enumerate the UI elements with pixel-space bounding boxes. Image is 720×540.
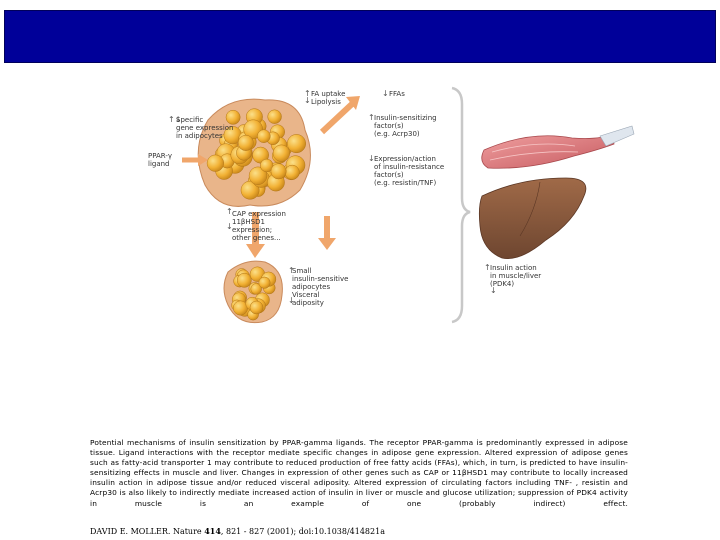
svg-text:↓: ↓ (368, 154, 375, 163)
svg-text:↑: ↑ (288, 266, 295, 275)
adipocyte-cell (270, 163, 287, 180)
adipocyte-cell (260, 158, 274, 173)
title-bar (4, 10, 716, 63)
svg-text:↓: ↓ (490, 286, 497, 295)
arrow-to-ffas (319, 96, 360, 135)
adipocyte-cell (206, 154, 224, 172)
adipocyte-cell (272, 144, 290, 162)
label-insulin-sensitizing-factor: Insulin-sensitizing factor(s) (e.g. Acrp… (374, 114, 437, 138)
adipocyte-cell (250, 283, 262, 295)
svg-text:↓: ↓ (288, 296, 295, 305)
liver-illustration (478, 177, 587, 259)
adipocyte-cell (287, 134, 306, 154)
change-markers: ↑↓ ↑ ↓ ↓ ↑ ↓ ↑ ↓ ↑ ↓ ↑ ↓ (168, 89, 497, 305)
svg-text:↑: ↑ (484, 263, 491, 272)
svg-text:↓: ↓ (382, 89, 389, 98)
arrow-to-small-adipocytes (318, 216, 336, 250)
label-insulin-action: Insulin action in muscle/liver (PDK4) (490, 264, 542, 288)
label-ppar-ligand: PPAR-γ ligand (148, 152, 173, 168)
adipocyte-cell (284, 164, 300, 180)
adipose-tissue-small (223, 260, 283, 324)
adipocyte-cell (236, 272, 252, 288)
adipocyte-cell (248, 166, 268, 185)
figure-caption: Potential mechanisms of insulin sensitiz… (90, 438, 628, 508)
adipocyte-cell (267, 109, 282, 124)
svg-text:↓: ↓ (304, 96, 311, 105)
label-cap-expression: CAP expression 11βHSD1 expression; other… (232, 210, 286, 242)
bracket (451, 86, 471, 324)
svg-text:↑: ↑ (304, 89, 311, 98)
label-insulin-resistance-factor: Expression/action of insulin-resistance … (374, 155, 445, 187)
adipocyte-cell (240, 180, 260, 200)
svg-text:↓: ↓ (226, 222, 233, 231)
label-specific-gene-expression: Specific gene expression in adipocytes (176, 116, 234, 140)
citation: DAVID E. MOLLER. Nature 414, 821 - 827 (… (90, 526, 385, 536)
label-ffas: FFAs (389, 90, 405, 98)
adipose-tissue-large (197, 98, 311, 207)
svg-text:↑: ↑ (368, 113, 375, 122)
adipocyte-cell (237, 134, 254, 151)
svg-text:↑: ↑ (226, 207, 233, 216)
svg-text:↑↓: ↑↓ (168, 115, 181, 124)
adipocyte-cell (258, 276, 271, 289)
arrow-ligand-to-tissue (182, 154, 208, 166)
adipocyte-cell (225, 109, 241, 125)
label-fa-uptake: FA uptake Lipolysis (311, 90, 346, 106)
label-small-adipocytes: Small insulin-sensitive adipocytes Visce… (292, 267, 349, 307)
arrow-tissue-down (246, 212, 265, 258)
adipocyte-cell (257, 129, 271, 143)
adipocyte-cell (249, 300, 264, 315)
muscle-illustration (481, 125, 635, 169)
